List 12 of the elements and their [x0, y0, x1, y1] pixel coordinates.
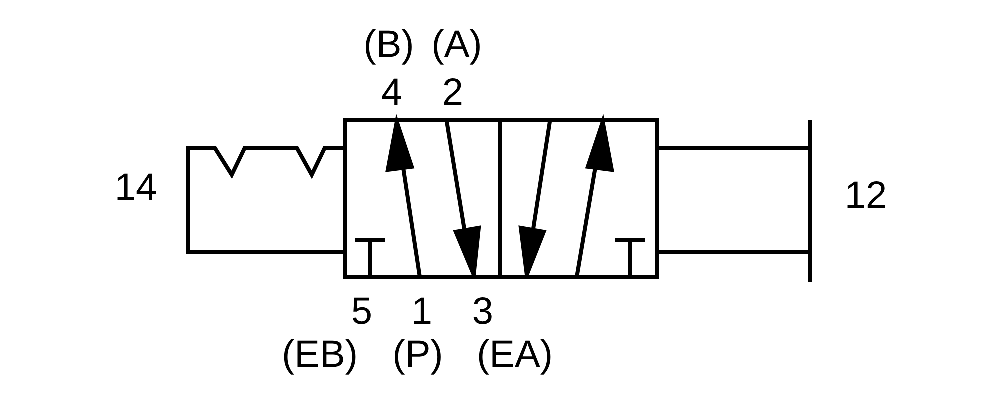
port-number: 4	[381, 74, 403, 112]
port-number: 1	[411, 293, 433, 331]
port-letter: (A)	[432, 26, 482, 64]
port-letter: (EA)	[477, 336, 553, 374]
port-number: 3	[472, 293, 494, 331]
port-letter: (B)	[364, 26, 414, 64]
pilot-number: 12	[844, 177, 888, 215]
port-number: 2	[442, 74, 464, 112]
port-letter: (EB)	[282, 336, 358, 374]
port-number: 5	[351, 293, 373, 331]
port-letter: (P)	[392, 336, 444, 374]
pilot-number: 14	[114, 169, 158, 207]
